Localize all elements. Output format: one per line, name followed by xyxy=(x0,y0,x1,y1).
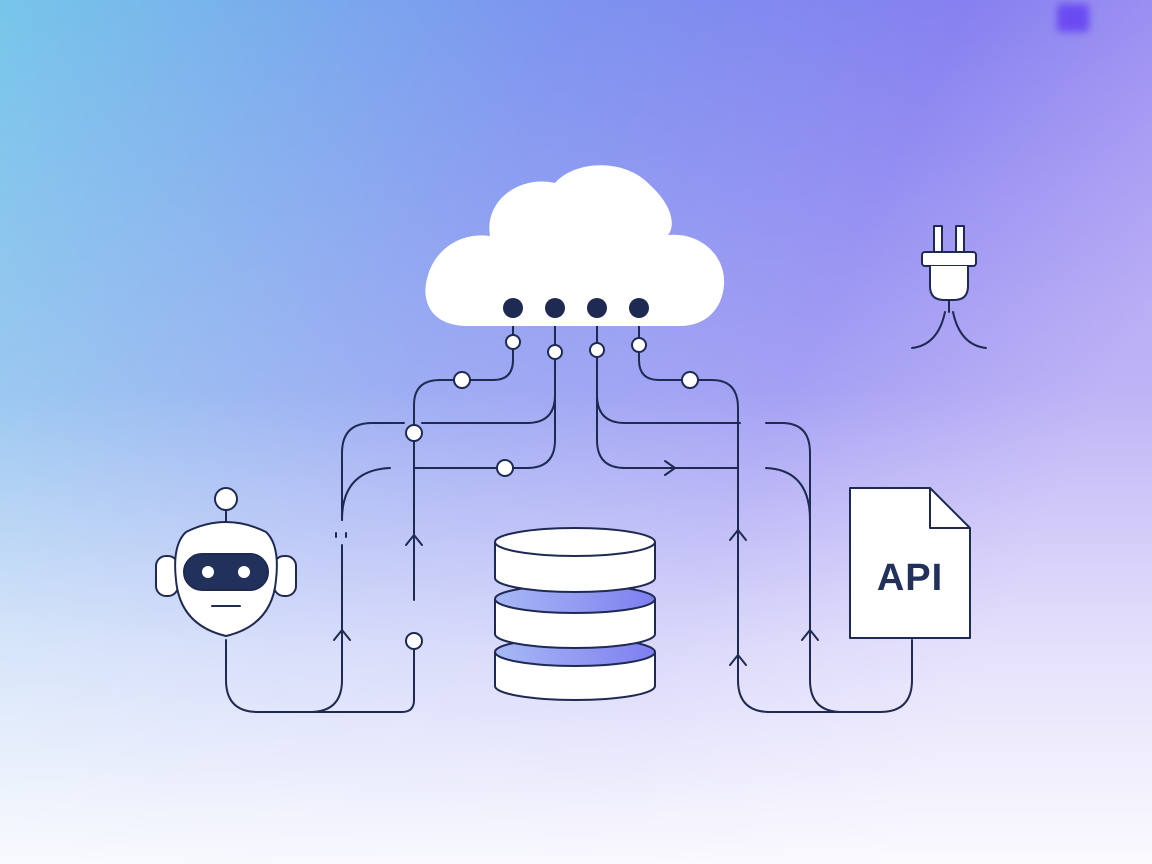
robot-icon xyxy=(155,487,297,637)
connector xyxy=(638,344,691,381)
connector xyxy=(765,467,843,713)
accent-square xyxy=(1057,4,1089,32)
junction-node xyxy=(505,334,521,350)
junction-nodes xyxy=(405,334,699,650)
cloud-port xyxy=(503,298,523,318)
connector xyxy=(341,422,405,521)
junction-node xyxy=(547,344,563,360)
junction-node xyxy=(405,424,423,442)
connector xyxy=(596,349,741,424)
junction-node xyxy=(589,342,605,358)
connector xyxy=(697,379,913,713)
junction-node xyxy=(453,371,471,389)
arrow-marker xyxy=(664,460,676,476)
dash-marker xyxy=(335,532,347,538)
junction-node xyxy=(681,371,699,389)
plug-icon xyxy=(911,225,987,349)
antenna-icon xyxy=(214,487,238,511)
connector xyxy=(289,649,415,713)
connector xyxy=(421,351,556,424)
junction-node xyxy=(496,459,514,477)
database-icon xyxy=(494,527,656,701)
api-document-icon: API xyxy=(849,487,971,639)
junction-node xyxy=(405,632,423,650)
cloud-port xyxy=(545,298,565,318)
connector xyxy=(341,467,391,521)
arrow-marker xyxy=(729,654,747,666)
arrow-marker xyxy=(405,534,423,546)
connector-lines xyxy=(225,307,913,713)
arrow-marker xyxy=(333,629,351,641)
cloud-icon xyxy=(425,165,725,326)
connector xyxy=(596,394,739,469)
connector xyxy=(225,544,343,713)
arrow-marker xyxy=(801,629,819,641)
connector xyxy=(765,422,811,521)
connector xyxy=(513,394,556,469)
junction-node xyxy=(631,337,647,353)
cloud-port xyxy=(587,298,607,318)
api-label: API xyxy=(877,557,943,599)
cloud-port xyxy=(629,298,649,318)
arrow-marker xyxy=(729,529,747,541)
